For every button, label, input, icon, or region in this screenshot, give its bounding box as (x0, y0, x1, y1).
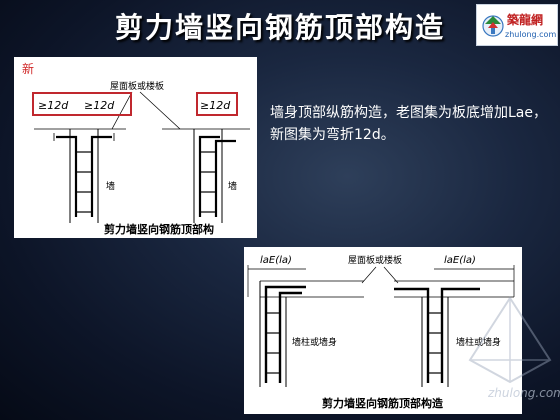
figure-new-drawing: 新 屋面板或楼板 ≥12d ≥12d ≥12d 墙 (22, 61, 250, 236)
figure-old-panel: laE(la) 屋面板或楼板 laE(la) 墙柱或墙身 (244, 247, 522, 414)
rebar-right-inner (214, 139, 236, 217)
watermark-logo (468, 296, 552, 384)
rebar-old-left-outer (264, 285, 306, 383)
leader-old-a (361, 266, 377, 284)
highlight-box-right (196, 92, 238, 116)
dim-right: ≥12d (200, 99, 231, 112)
dim-left-a: ≥12d (38, 99, 69, 112)
figure-new-caption: 剪力墙竖向钢筋顶部构 (104, 222, 214, 236)
logo-name: 築龍網 (507, 13, 544, 27)
rebar-left-inner (90, 135, 112, 217)
explanation-note: 墙身顶部纵筋构造，老图集为板底增加Lae，新图集为弯折12d。 (270, 105, 547, 143)
slab-label-new: 屋面板或楼板 (110, 80, 164, 92)
col-label-right: 墙柱或墙身 (456, 336, 501, 348)
ties-old-right (428, 312, 442, 374)
zhulong-logo: 築龍網 zhulong.com (476, 4, 558, 46)
figure-new-panel: 新 屋面板或楼板 ≥12d ≥12d ≥12d 墙 (14, 57, 257, 238)
ties-left (76, 151, 92, 213)
rebar-old-right-b (440, 287, 480, 383)
zhulong-globe-icon (482, 15, 504, 37)
rebar-old-right-a (394, 287, 430, 383)
ties-right (200, 151, 216, 213)
lae-label-left: laE(la) (260, 255, 292, 266)
lae-label-right: laE(la) (444, 255, 476, 266)
logo-url: zhulong.com (505, 30, 557, 39)
col-label-left: 墙柱或墙身 (292, 336, 337, 348)
figure-old-caption: 剪力墙竖向钢筋顶部构造 (322, 396, 444, 410)
rebar-right-outer (198, 135, 220, 217)
wall-label-right: 墙 (228, 180, 237, 192)
highlight-box-left (32, 92, 132, 116)
rebar-left-outer (56, 135, 78, 217)
new-tag: 新 (22, 61, 34, 76)
ties-old-left (266, 312, 280, 374)
figure-old-drawing: laE(la) 屋面板或楼板 laE(la) 墙柱或墙身 (247, 254, 515, 410)
wall-label-left: 墙 (106, 180, 115, 192)
leader-right (139, 91, 181, 130)
dim-left-b: ≥12d (84, 99, 115, 112)
slide-title: 剪力墙竖向钢筋顶部构造 (114, 11, 445, 44)
slab-label-old: 屋面板或楼板 (348, 254, 402, 266)
leader-left (111, 91, 133, 130)
leader-old-b (383, 266, 399, 284)
watermark-text: zhulong.com (488, 386, 560, 400)
